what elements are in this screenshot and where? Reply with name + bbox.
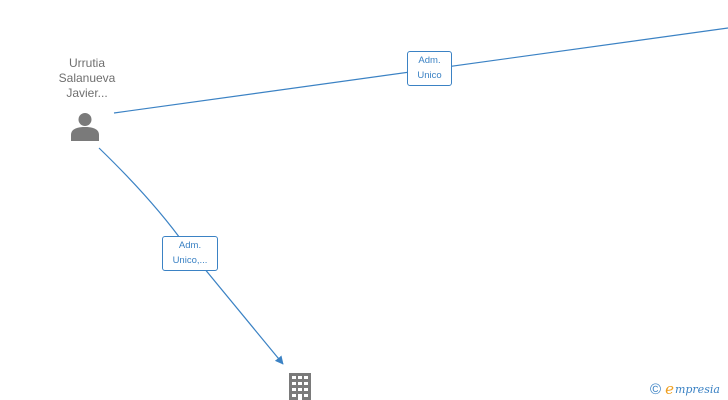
empresia-logo-letter: e (665, 379, 674, 398)
copyright-icon: © (650, 380, 662, 398)
edge-label-adm-unico-truncated[interactable]: Adm. Unico,... (162, 236, 218, 271)
edge-label-line: Adm. (178, 240, 202, 251)
edge-label-line: Unico,... (172, 255, 208, 266)
empresia-watermark: © e mpresia (650, 379, 720, 399)
edge-label-line: Unico (417, 70, 442, 81)
empresia-logo-text: mpresia (674, 382, 720, 396)
building-icon[interactable] (287, 373, 313, 400)
person-name-line-2: Salanueva (58, 71, 116, 85)
person-name-line-1: Urrutia (68, 56, 105, 70)
person-node-label[interactable]: Urrutia Salanueva Javier... (40, 56, 134, 101)
edge-label-adm-unico[interactable]: Adm. Unico (407, 51, 452, 86)
person-name-line-3: Javier... (66, 86, 108, 100)
person-icon[interactable] (70, 111, 100, 141)
edge-label-line: Adm. (418, 55, 441, 66)
